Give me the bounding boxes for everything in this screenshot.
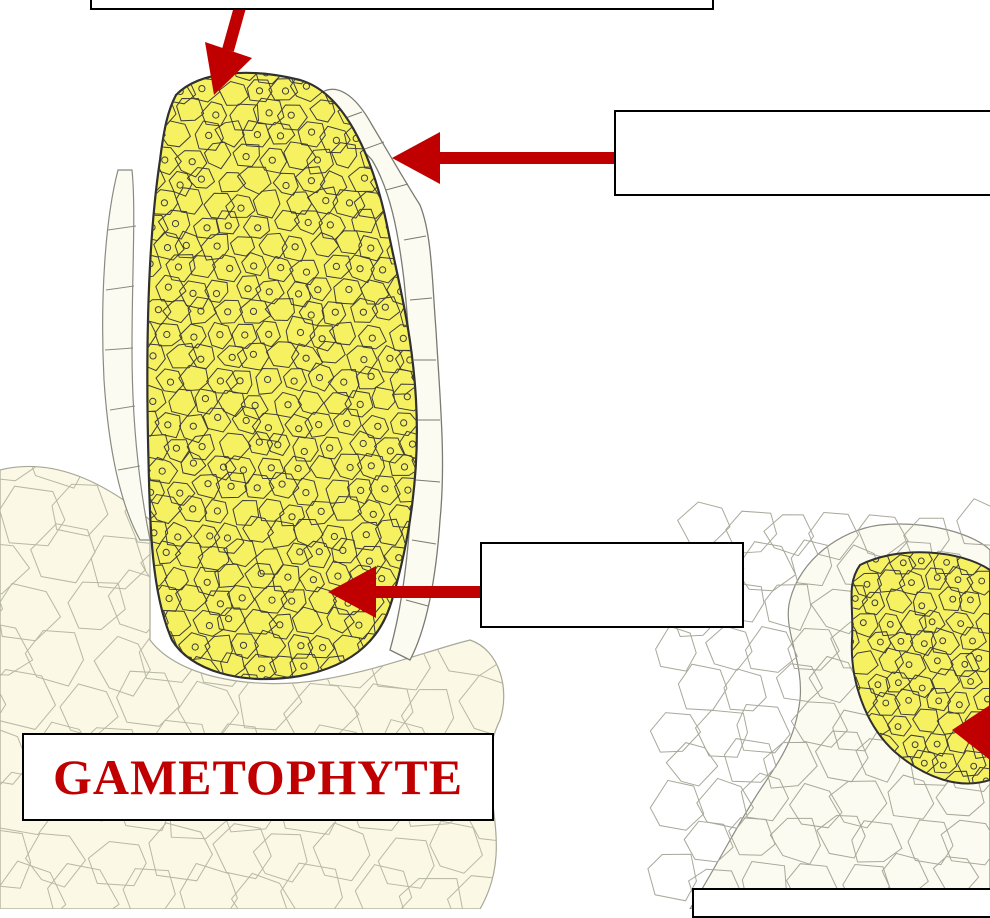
- main-cell-mass: [108, 55, 443, 709]
- cell-outline: [737, 705, 790, 753]
- cell-nucleus: [356, 87, 362, 93]
- cell-outline: [678, 502, 730, 546]
- cell-outline: [336, 62, 361, 84]
- cell-nucleus: [140, 332, 146, 338]
- cell-nucleus: [163, 66, 169, 72]
- cell-outline: [409, 63, 441, 85]
- cell-nucleus: [412, 137, 418, 143]
- cell-nucleus: [145, 90, 151, 96]
- label-box-cells[interactable]: [480, 542, 744, 628]
- cell-outline: [361, 59, 387, 87]
- label-box-bottom-right[interactable]: [692, 888, 990, 918]
- cell-outline: [389, 101, 416, 122]
- label-box-sheath[interactable]: [614, 110, 990, 196]
- cell-outline: [137, 120, 165, 147]
- cell-outline: [123, 143, 148, 168]
- cell-nucleus: [133, 154, 139, 160]
- cell-nucleus: [396, 71, 402, 77]
- arrow-sheath: [392, 132, 618, 184]
- cell-outline: [307, 60, 332, 82]
- cell-nucleus: [315, 68, 321, 74]
- cell-nucleus: [141, 114, 147, 120]
- cell-outline: [764, 515, 814, 556]
- cell-nucleus: [135, 242, 141, 248]
- cell-nucleus: [122, 91, 128, 97]
- cell-nucleus: [385, 132, 391, 138]
- cell-outline: [736, 542, 796, 591]
- cell-outline: [128, 58, 153, 80]
- cell-outline: [666, 743, 717, 786]
- cell-outline: [385, 61, 414, 88]
- cell-outline: [130, 104, 159, 132]
- cell-nucleus: [368, 113, 374, 119]
- left-filament: [103, 170, 150, 540]
- cell-outline: [411, 105, 436, 127]
- gametophyte-label-box: GAMETOPHYTE: [22, 733, 494, 821]
- cell-nucleus: [135, 198, 141, 204]
- cell-outline: [110, 129, 139, 153]
- cell-outline: [113, 84, 141, 108]
- cell-outline: [724, 669, 766, 711]
- cell-outline: [402, 79, 426, 99]
- cell-outline: [152, 55, 181, 80]
- cell-nucleus: [407, 178, 413, 184]
- cell-nucleus: [422, 72, 428, 78]
- cell-nucleus: [372, 72, 378, 78]
- cell-nucleus: [344, 69, 350, 75]
- cell-nucleus: [158, 641, 164, 647]
- cell-outline: [179, 55, 204, 80]
- cell-nucleus: [359, 663, 365, 669]
- cell-nucleus: [146, 174, 152, 180]
- gametophyte-label: GAMETOPHYTE: [53, 748, 463, 806]
- cell-outline: [137, 80, 165, 105]
- cell-nucleus: [421, 110, 427, 116]
- cell-nucleus: [161, 109, 167, 115]
- cell-outline: [376, 80, 400, 103]
- cell-nucleus: [121, 139, 127, 145]
- cell-outline: [648, 854, 697, 901]
- cell-nucleus: [244, 65, 250, 71]
- cell-nucleus: [189, 65, 195, 71]
- cell-outline: [650, 713, 700, 753]
- cell-nucleus: [146, 131, 152, 137]
- cell-nucleus: [424, 197, 430, 203]
- label-box-top[interactable]: [90, 0, 714, 10]
- cell-outline: [457, 474, 518, 526]
- cell-outline: [650, 780, 703, 830]
- cell-outline: [706, 626, 752, 670]
- cell-outline: [656, 626, 697, 671]
